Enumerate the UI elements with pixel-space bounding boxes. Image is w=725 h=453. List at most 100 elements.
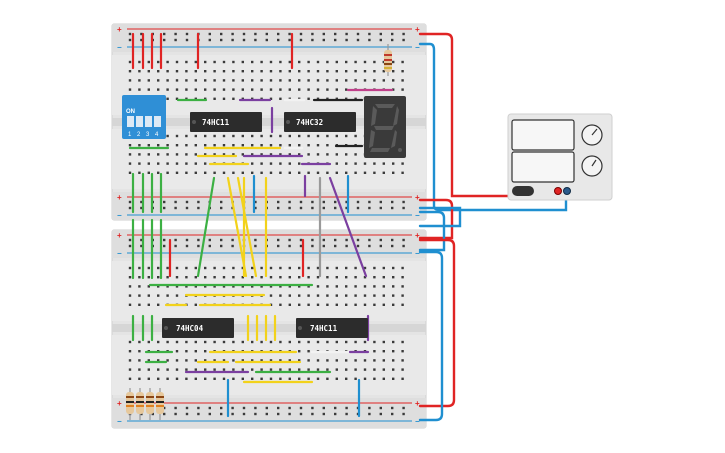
- breadboard-hole[interactable]: [279, 162, 282, 165]
- breadboard-hole[interactable]: [288, 171, 291, 174]
- breadboard-hole[interactable]: [208, 244, 211, 248]
- breadboard-hole[interactable]: [401, 60, 404, 64]
- breadboard-hole[interactable]: [307, 303, 310, 306]
- breadboard-hole[interactable]: [128, 276, 132, 279]
- breadboard-hole[interactable]: [307, 276, 310, 279]
- breadboard-hole[interactable]: [288, 368, 291, 371]
- breadboard-hole[interactable]: [391, 32, 394, 36]
- breadboard-hole[interactable]: [175, 134, 179, 138]
- breadboard-hole[interactable]: [232, 377, 235, 380]
- breadboard-hole[interactable]: [392, 340, 395, 344]
- wires-top-board[interactable]: [128, 32, 394, 214]
- breadboard-hole[interactable]: [373, 340, 376, 344]
- breadboard-hole[interactable]: [368, 32, 371, 36]
- breadboard-hole[interactable]: [242, 32, 246, 36]
- wires-bottom-board[interactable]: [131, 176, 370, 418]
- breadboard-hole[interactable]: [147, 359, 150, 362]
- breadboard-hole[interactable]: [194, 97, 197, 100]
- breadboard-hole[interactable]: [175, 153, 179, 156]
- breadboard-hole[interactable]: [326, 171, 329, 174]
- breadboard-hole[interactable]: [298, 70, 301, 73]
- breadboard-hole[interactable]: [222, 70, 226, 73]
- breadboard-hole[interactable]: [185, 60, 188, 64]
- breadboard-hole[interactable]: [260, 79, 263, 82]
- breadboard-hole[interactable]: [326, 144, 329, 147]
- breadboard-hole[interactable]: [363, 368, 367, 371]
- breadboard-hole[interactable]: [335, 97, 338, 100]
- breadboard-hole[interactable]: [311, 200, 314, 204]
- breadboard-hole[interactable]: [194, 340, 197, 344]
- breadboard-hole[interactable]: [204, 153, 207, 156]
- breadboard-hole[interactable]: [363, 162, 367, 165]
- breadboard-hole[interactable]: [194, 134, 197, 138]
- breadboard-hole[interactable]: [213, 377, 216, 380]
- breadboard-hole[interactable]: [174, 244, 177, 248]
- breadboard-hole[interactable]: [166, 171, 169, 174]
- seven-segment-display[interactable]: 8: [364, 96, 406, 158]
- breadboard-hole[interactable]: [241, 97, 244, 100]
- breadboard-hole[interactable]: [213, 276, 216, 279]
- breadboard-hole[interactable]: [335, 285, 338, 288]
- breadboard-hole[interactable]: [316, 134, 320, 138]
- breadboard-hole[interactable]: [194, 162, 197, 165]
- breadboard-hole[interactable]: [322, 38, 325, 42]
- breadboard-hole[interactable]: [185, 32, 189, 36]
- breadboard-hole[interactable]: [345, 162, 348, 165]
- breadboard-hole[interactable]: [269, 340, 273, 344]
- breadboard-hole[interactable]: [279, 377, 282, 380]
- breadboard-hole[interactable]: [185, 340, 188, 344]
- breadboard-hole[interactable]: [269, 97, 273, 100]
- breadboard-hole[interactable]: [147, 276, 150, 279]
- breadboard-hole[interactable]: [307, 294, 310, 297]
- breadboard-hole[interactable]: [277, 38, 280, 42]
- breadboard-hole[interactable]: [251, 134, 254, 138]
- breadboard-hole[interactable]: [251, 171, 254, 174]
- breadboard-hole[interactable]: [379, 32, 382, 36]
- breadboard-hole[interactable]: [232, 144, 235, 147]
- breadboard-hole[interactable]: [326, 303, 329, 306]
- breadboard-hole[interactable]: [232, 340, 235, 344]
- breadboard-hole[interactable]: [373, 266, 376, 270]
- breadboard-hole[interactable]: [166, 70, 169, 73]
- breadboard-hole[interactable]: [316, 79, 320, 82]
- breadboard-hole[interactable]: [279, 88, 282, 91]
- breadboard-hole[interactable]: [334, 244, 337, 248]
- breadboard-hole[interactable]: [147, 368, 150, 371]
- breadboard-hole[interactable]: [254, 244, 257, 248]
- breadboard-hole[interactable]: [140, 32, 143, 36]
- wire-blue-jumper[interactable]: [418, 250, 444, 422]
- breadboard-hole[interactable]: [402, 238, 405, 242]
- breadboard-hole[interactable]: [345, 406, 348, 410]
- breadboard-hole[interactable]: [213, 359, 216, 362]
- breadboard-hole[interactable]: [316, 153, 320, 156]
- breadboard-hole[interactable]: [279, 134, 282, 138]
- breadboard-hole[interactable]: [299, 406, 303, 410]
- breadboard-hole[interactable]: [204, 97, 207, 100]
- breadboard-hole[interactable]: [147, 285, 150, 288]
- breadboard-hole[interactable]: [157, 79, 160, 82]
- breadboard-hole[interactable]: [213, 144, 216, 147]
- resistor-array-bottom[interactable]: [126, 388, 164, 420]
- breadboard-hole[interactable]: [222, 276, 226, 279]
- breadboard-hole[interactable]: [197, 406, 200, 410]
- breadboard-hole[interactable]: [382, 285, 385, 288]
- breadboard-hole[interactable]: [326, 359, 329, 362]
- breadboard-hole[interactable]: [288, 303, 291, 306]
- breadboard-hole[interactable]: [231, 412, 234, 416]
- breadboard-hole[interactable]: [335, 79, 338, 82]
- wire-red-jumper[interactable]: [418, 238, 456, 408]
- breadboard-hole[interactable]: [345, 200, 348, 204]
- breadboard-hole[interactable]: [288, 162, 291, 165]
- breadboard-hole[interactable]: [382, 266, 385, 270]
- breadboard-hole[interactable]: [194, 285, 197, 288]
- breadboard-hole[interactable]: [140, 206, 143, 210]
- breadboard-hole[interactable]: [185, 412, 189, 416]
- breadboard-hole[interactable]: [335, 60, 338, 64]
- breadboard-hole[interactable]: [311, 412, 314, 416]
- breadboard-hole[interactable]: [392, 294, 395, 297]
- breadboard-hole[interactable]: [204, 70, 207, 73]
- breadboard-hole[interactable]: [265, 38, 268, 42]
- breadboard-hole[interactable]: [251, 60, 254, 64]
- breadboard-hole[interactable]: [322, 412, 325, 416]
- breadboard-hole[interactable]: [147, 162, 150, 165]
